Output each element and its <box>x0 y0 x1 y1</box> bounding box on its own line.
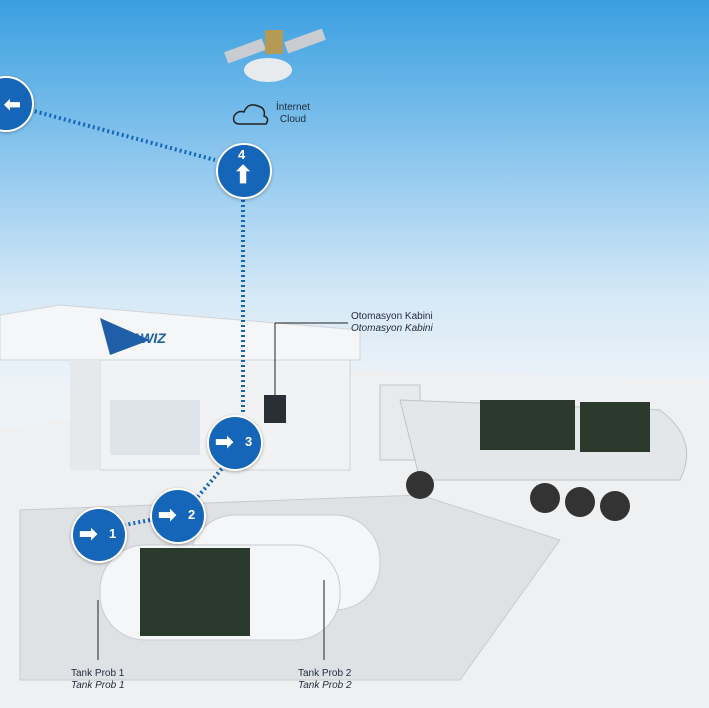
arrow-up-icon: ⬆ <box>233 162 254 189</box>
tank-1-cutaway <box>140 548 250 636</box>
station-window <box>110 400 200 455</box>
automation-cabinet <box>264 395 286 423</box>
step-badge-1: ➡ 1 <box>71 507 127 563</box>
step-badge-2: ➡ 2 <box>150 488 206 544</box>
probe2-label-line2: Tank Prob 2 <box>298 680 352 691</box>
tanker-cutaway-1 <box>480 400 575 450</box>
step-number: 1 <box>109 526 117 541</box>
arrow-left-icon: ⬅ <box>4 94 21 116</box>
step-number: 4 <box>238 147 246 162</box>
probe2-label-line1: Tank Prob 2 <box>298 668 352 679</box>
step-number: 2 <box>188 507 196 522</box>
connection-lines <box>29 108 245 527</box>
arrow-right-icon: ➡ <box>79 521 98 546</box>
satellite-icon <box>224 28 326 82</box>
step-number: 3 <box>245 434 253 449</box>
tank-probe-2-label: Tank Prob 2 Tank Prob 2 <box>298 668 352 692</box>
step-badge-4: 4 ⬆ <box>216 143 272 199</box>
probe1-label-line1: Tank Prob 1 <box>71 668 125 679</box>
step-badge-3: ➡ 3 <box>207 415 263 471</box>
cloud-label-line1: İnternet <box>276 102 310 113</box>
automation-cabinet-label: Otomasyon Kabini Otomasyon Kabini <box>351 311 433 335</box>
tanker-cutaway-2 <box>580 402 650 452</box>
cabinet-label-line1: Otomasyon Kabini <box>351 311 433 322</box>
tank-probe-1-label: Tank Prob 1 Tank Prob 1 <box>71 668 125 692</box>
label-leaders <box>97 322 348 660</box>
probe1-label-line2: Tank Prob 1 <box>71 680 125 691</box>
station-canopy <box>0 304 361 361</box>
cabinet-label-line2: Otomasyon Kabini <box>351 323 433 334</box>
canopy-pillar <box>70 360 100 470</box>
station-logo: STAWIZ <box>114 330 166 346</box>
cloud-label-line2: Cloud <box>279 114 307 125</box>
arrow-right-icon: ➡ <box>158 502 177 527</box>
arrow-right-icon: ➡ <box>215 429 234 454</box>
truck-wheels <box>406 471 630 521</box>
logo-mark <box>100 318 150 355</box>
internet-cloud-label: İnternet Cloud <box>276 102 310 126</box>
cloud-icon <box>232 104 269 125</box>
